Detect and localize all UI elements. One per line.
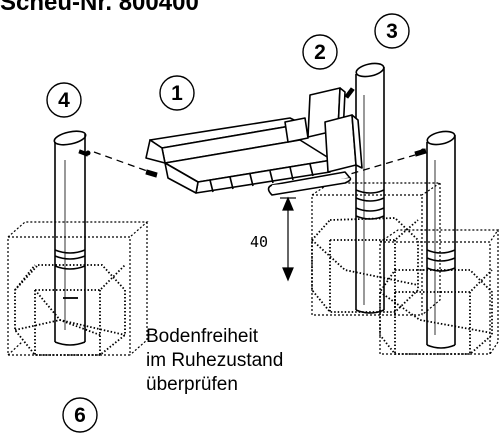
hooks	[78, 87, 427, 178]
center-foundation	[311, 182, 442, 316]
note-line-1: Bodenfreiheit	[146, 326, 258, 347]
callout-4: 4	[46, 82, 82, 118]
center-rebar-cage	[311, 217, 419, 313]
center-post	[355, 62, 385, 314]
right-post	[426, 130, 456, 349]
connection-lines	[93, 151, 416, 178]
right-rebar-cage	[379, 269, 493, 355]
left-foundation	[7, 221, 149, 356]
note-line-3: überprüfen	[146, 374, 238, 395]
callout-number: 4	[58, 89, 70, 112]
callout-number: 6	[74, 404, 86, 427]
ground-clearance-note: Bodenfreiheit im Ruhezustand überprüfen	[146, 325, 283, 397]
left-post	[53, 130, 87, 346]
left-rebar-cage	[14, 264, 126, 356]
header-text: Scheu-Nr. 800400	[0, 0, 199, 16]
callout-6: 6	[62, 397, 98, 433]
callout-number: 2	[314, 41, 326, 64]
callout-number: 1	[171, 82, 183, 105]
dimension-marker	[280, 196, 296, 282]
swing-seat	[145, 87, 363, 196]
callout-3: 3	[374, 13, 410, 49]
callout-2: 2	[302, 34, 338, 70]
right-foundation	[379, 229, 500, 355]
callout-1: 1	[159, 75, 195, 111]
left-post-assembly	[7, 130, 149, 356]
callout-number: 3	[386, 20, 398, 43]
dimension-value: 40	[250, 233, 268, 251]
right-post-assembly	[379, 130, 500, 355]
note-line-2: im Ruhezustand	[146, 350, 284, 371]
